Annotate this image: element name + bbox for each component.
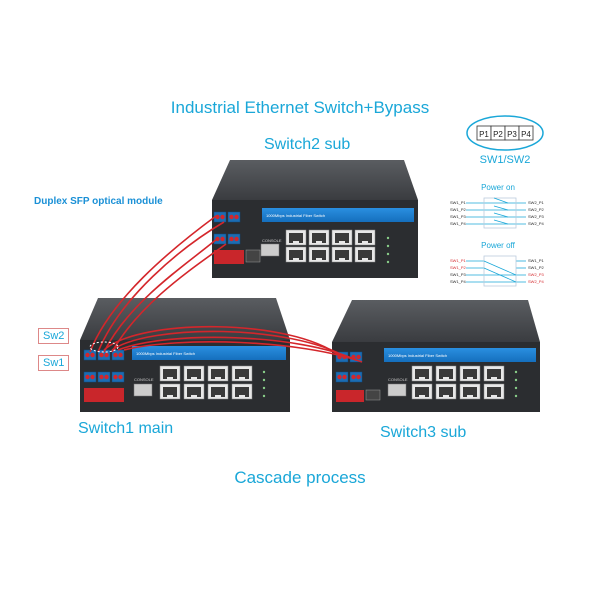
sw1-port-7 — [207, 383, 229, 400]
sw3-port-5 — [411, 383, 433, 400]
bypass-legend: P1 P2 P3 P4 SW1/SW2 Power on SW1_P1 SW1_… — [450, 115, 545, 287]
sw2-sfp-4 — [227, 233, 241, 245]
sw3-sfp-4 — [349, 371, 363, 383]
sw2-port-5 — [285, 246, 307, 263]
power-off-right-4: SW2_P4 — [528, 279, 545, 284]
sw1-sfp-6 — [111, 371, 125, 383]
bypass-port-p4: P4 — [521, 130, 531, 139]
sw3-port-4 — [483, 365, 505, 382]
power-off-right-3: SW2_P3 — [528, 272, 545, 277]
sw3-port-6 — [435, 383, 457, 400]
bypass-name: SW1/SW2 — [480, 154, 531, 166]
switch3-device: 1000Mbps Industrial Fiber Switch CONSOLE — [332, 300, 540, 412]
sfp-module-label: Duplex SFP optical module — [34, 196, 163, 207]
switch1-console: CONSOLE — [134, 377, 154, 382]
power-on-left-1: SW1_P1 — [450, 200, 467, 205]
sw2-port-6 — [308, 246, 330, 263]
power-on-right-1: SW2_P1 — [528, 200, 545, 205]
sw1-port-2 — [183, 365, 205, 382]
sw1-tag: Sw1 — [38, 355, 70, 371]
power-off-left-3: SW1_P3 — [450, 272, 467, 277]
sw3-port-8 — [483, 383, 505, 400]
sw1-sfp-4 — [83, 371, 97, 383]
sw2-port-7 — [331, 246, 353, 263]
bypass-port-p3: P3 — [507, 130, 517, 139]
sw2-port-8 — [354, 246, 376, 263]
power-on-right-4: SW2_P4 — [528, 221, 545, 226]
switch3-label: Switch3 sub — [380, 424, 467, 441]
power-on-right-3: SW2_P3 — [528, 214, 545, 219]
sw2-port-2 — [308, 229, 330, 246]
fiber-cables — [89, 215, 363, 363]
cable-sw1-sw3-c — [117, 336, 357, 361]
sw1-sfp-3 — [111, 349, 125, 361]
sw3-port-7 — [459, 383, 481, 400]
power-on-title: Power on — [481, 183, 515, 192]
power-off-right-2: SW1_P2 — [528, 265, 545, 270]
sw1-port-6 — [183, 383, 205, 400]
sw1-port-5 — [159, 383, 181, 400]
power-on-left-2: SW1_P2 — [450, 207, 467, 212]
cable-sw1-sw2-c — [103, 237, 219, 353]
cable-sw1-sw2-a — [89, 215, 217, 353]
power-off-left-2: SW1_P2 — [450, 265, 467, 270]
sw1-port-4 — [231, 365, 253, 382]
power-off-right-1: SW1_P1 — [528, 258, 545, 263]
switch2-device: 1000Mbps Industrial Fiber Switch CONSOLE — [212, 160, 418, 278]
switch2-label: Switch2 sub — [264, 136, 351, 153]
bypass-port-oval — [466, 115, 544, 151]
power-off-left-1: SW1_P1 — [450, 258, 467, 263]
sw2-tag: Sw2 — [38, 328, 70, 344]
sw1-port-3 — [207, 365, 229, 382]
power-on-right-2: SW2_P2 — [528, 207, 545, 212]
cable-sw1-sw3-d — [123, 341, 363, 363]
sw2-port-4 — [354, 229, 376, 246]
cable-sw1-sw2-d — [111, 243, 227, 353]
cable-sw1-sw3-b — [111, 330, 349, 359]
switch1-label: Switch1 main — [78, 420, 174, 437]
switch1-panel-text: 1000Mbps Industrial Fiber Switch — [136, 351, 195, 356]
sw3-sfp-3 — [335, 371, 349, 383]
power-off-left-4: SW1_P4 — [450, 279, 467, 284]
power-on-left-4: SW1_P4 — [450, 221, 467, 226]
sw2-port-3 — [331, 229, 353, 246]
bypass-port-p1: P1 — [479, 130, 489, 139]
caption: Cascade process — [234, 468, 366, 487]
power-off-title: Power off — [481, 241, 515, 250]
bypass-port-p2: P2 — [493, 130, 503, 139]
cable-sw1-sw2-b — [97, 221, 225, 353]
power-on-left-3: SW1_P3 — [450, 214, 467, 219]
switch2-panel-text: 1000Mbps Industrial Fiber Switch — [266, 213, 325, 218]
sw1-sfp-5 — [97, 371, 111, 383]
switch2-console: CONSOLE — [262, 238, 282, 243]
sw3-port-1 — [411, 365, 433, 382]
switch3-panel-text: 1000Mbps Industrial Fiber Switch — [388, 353, 447, 358]
bypass-highlight — [89, 341, 119, 353]
sw3-port-2 — [435, 365, 457, 382]
switch3-console: CONSOLE — [388, 377, 408, 382]
cable-sw1-sw3-a — [103, 325, 341, 357]
switch1-device: 1000Mbps Industrial Fiber Switch CONSOLE — [80, 298, 290, 412]
sw2-sfp-2 — [227, 211, 241, 223]
sw1-port-8 — [231, 383, 253, 400]
sw2-port-1 — [285, 229, 307, 246]
sw1-port-1 — [159, 365, 181, 382]
sw3-port-3 — [459, 365, 481, 382]
main-title: Industrial Ethernet Switch+Bypass — [170, 98, 430, 117]
